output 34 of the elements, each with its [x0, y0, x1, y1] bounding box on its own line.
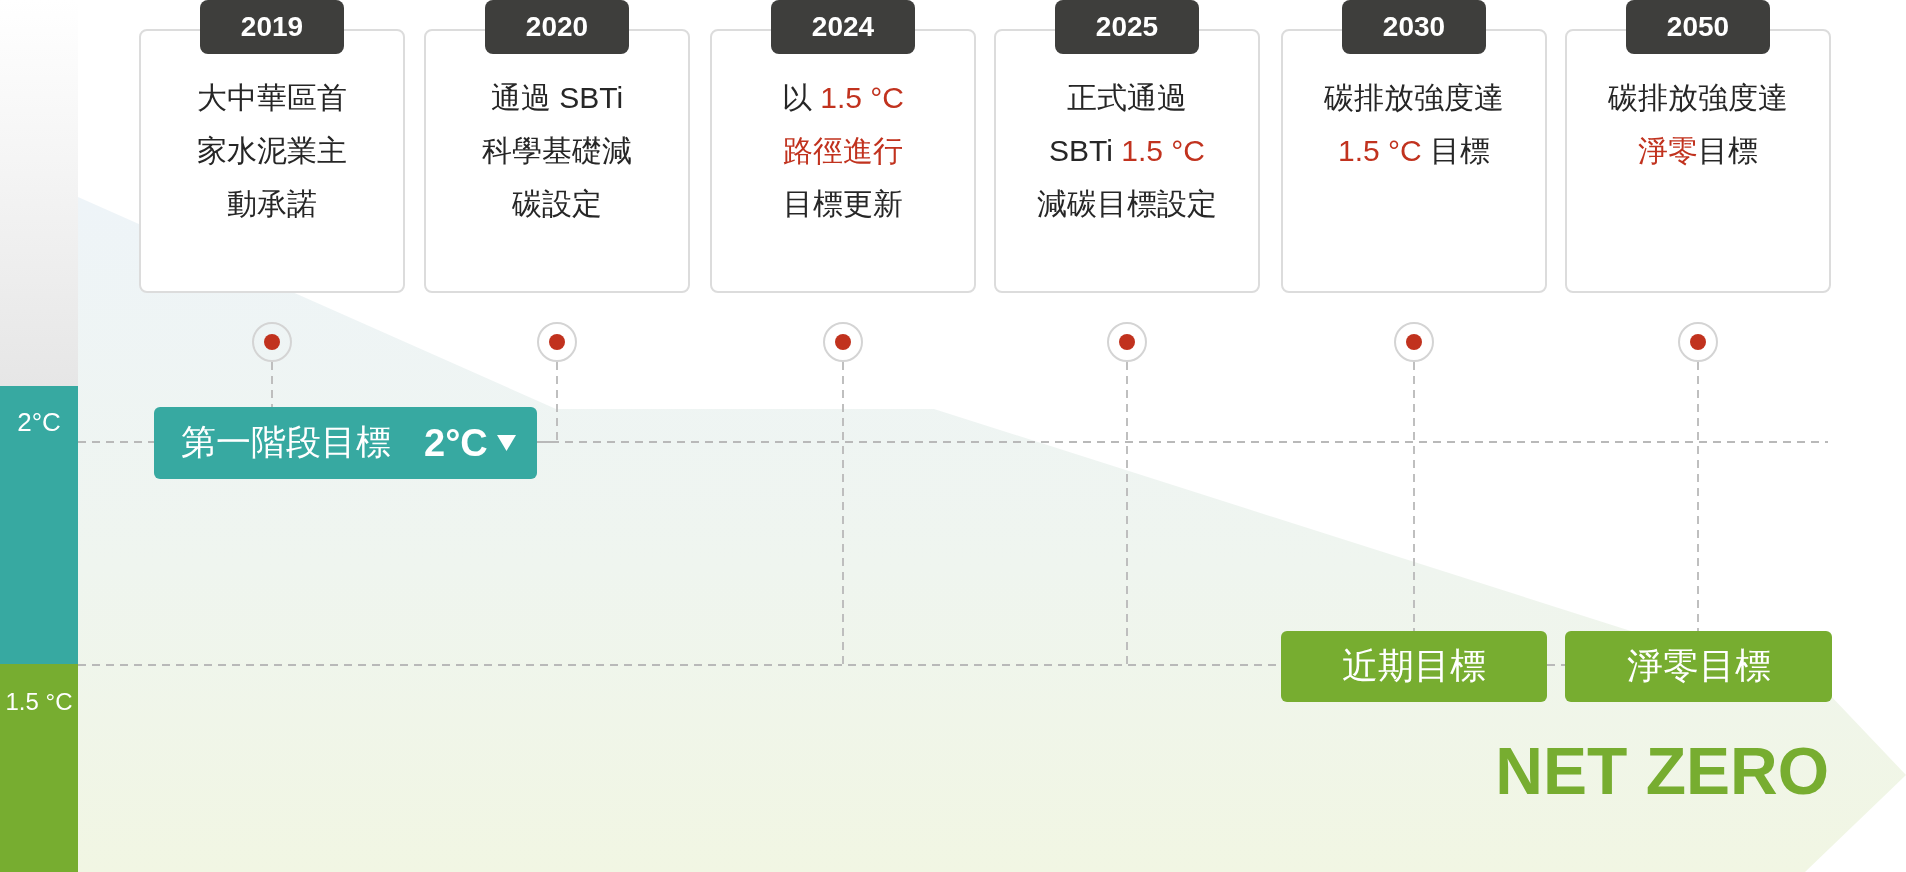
temperature-band: 1.5 °C: [0, 664, 78, 872]
heading-text: NET ZERO: [1495, 738, 1829, 804]
event-text: 碳排放強度達1.5 °C 目標: [1323, 80, 1505, 169]
temperature-band: 2°C: [0, 386, 78, 664]
marker-dot-icon: [823, 322, 863, 362]
dashed-connector: [1546, 664, 1566, 666]
goal-title: 第一階段目標: [181, 422, 391, 464]
dashed-connector: [1697, 361, 1699, 632]
dashed-connector: [1413, 361, 1415, 632]
target-banner: 淨零目標: [1565, 631, 1832, 702]
event-text: 碳排放強度達淨零目標: [1607, 80, 1789, 169]
event-text: 以 1.5 °C路徑進行目標更新: [780, 80, 905, 222]
year-tab: 2020: [485, 0, 629, 54]
event-text: 大中華區首家水泥業主動承諾: [196, 80, 348, 222]
year-tab: 2050: [1626, 0, 1770, 54]
marker-dot-icon: [1107, 322, 1147, 362]
year-tab: 2030: [1342, 0, 1486, 54]
dashed-connector: [842, 361, 844, 666]
year-tab: 2024: [771, 0, 915, 54]
marker-dot-icon: [252, 322, 292, 362]
dashed-connector: [536, 441, 1829, 443]
goal-temperature: 2°C: [424, 422, 488, 464]
target-banner: 近期目標: [1281, 631, 1547, 702]
year-tab: 2019: [200, 0, 344, 54]
marker-dot-icon: [1394, 322, 1434, 362]
marker-dot-icon: [537, 322, 577, 362]
year-tab: 2025: [1055, 0, 1199, 54]
dashed-connector: [1126, 361, 1128, 666]
dashed-connector: [271, 361, 273, 408]
event-text: 通過 SBTi科學基礎減碳設定: [481, 80, 633, 222]
event-text: 正式通過SBTi 1.5 °C減碳目標設定: [1036, 80, 1218, 222]
goal-banner: [154, 407, 537, 479]
dashed-connector: [77, 441, 155, 443]
marker-dot-icon: [1678, 322, 1718, 362]
